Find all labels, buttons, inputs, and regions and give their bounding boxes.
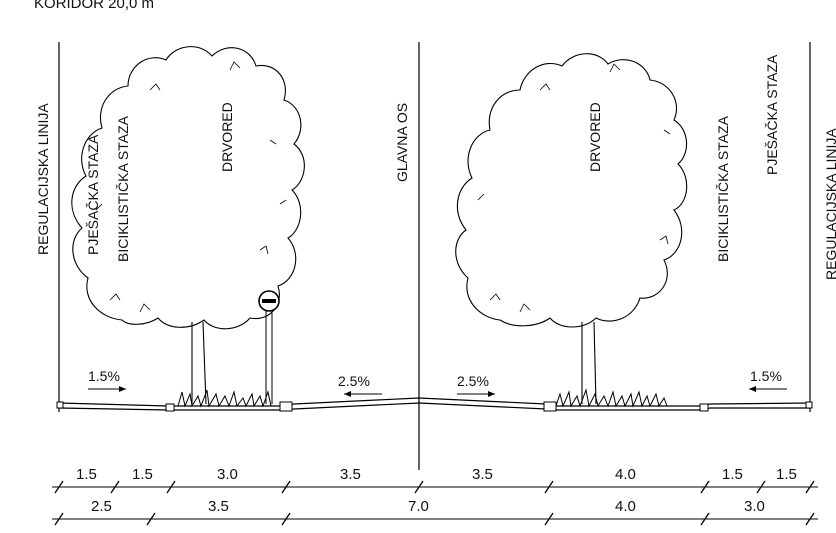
slope-indicator-1: 1.5% (88, 368, 126, 392)
dim1-left-pedestrian: 1.5 (76, 466, 97, 483)
svg-text:2.5%: 2.5% (457, 373, 489, 389)
label-right-regulation: REGULACIJSKA LINIJA (823, 128, 836, 280)
label-left-trees: DRVORED (219, 102, 235, 172)
traffic-sign-icon (258, 290, 280, 404)
dim2-greenstrip-right: 4.0 (615, 498, 636, 515)
dimension-line-1: 1.5 1.5 3.0 3.5 3.5 4.0 1.5 1.5 (52, 466, 818, 494)
curb-road-left (279, 401, 293, 412)
dim2-footpath-bikepath-left: 2.5 (91, 498, 112, 515)
label-left-bicycle: BICIKLISTIČKA STAZA (115, 115, 131, 262)
dim1-left-greenstrip: 3.0 (217, 466, 238, 483)
grass-strip-right (555, 388, 668, 408)
curb-right (805, 401, 813, 409)
dim1-right-lane: 3.5 (472, 466, 493, 483)
dim2-greenstrip-left: 3.5 (208, 498, 229, 515)
right-tree-icon (455, 53, 688, 405)
slope-indicator-2: 2.5% (338, 373, 382, 397)
dim1-right-pedestrian: 1.5 (776, 466, 797, 483)
dim1-right-greenstrip: 4.0 (615, 466, 636, 483)
slope-indicator-4: 1.5% (749, 368, 787, 392)
label-right-trees: DRVORED (587, 102, 603, 172)
surface-profile (56, 397, 813, 412)
label-left-pedestrian: PJEŠAČKA STAZA (85, 134, 101, 255)
curb-left (56, 401, 64, 409)
dim2-roadway: 7.0 (408, 498, 429, 515)
dim1-left-lane: 3.5 (340, 466, 361, 483)
dimension-line-2: 2.5 3.5 7.0 4.0 3.0 (52, 498, 818, 526)
svg-text:1.5%: 1.5% (88, 368, 120, 384)
corridor-title: KORIDOR 20,0 m (34, 0, 154, 12)
svg-text:1.5%: 1.5% (750, 368, 782, 384)
dim2-footpath-bikepath-right: 3.0 (744, 498, 765, 515)
dim1-right-bicycle: 1.5 (722, 466, 743, 483)
slope-indicator-3: 2.5% (457, 373, 495, 397)
curb-bike-right (699, 403, 709, 412)
dim1-left-bicycle: 1.5 (132, 466, 153, 483)
label-right-pedestrian: PJEŠAČKA STAZA (764, 54, 780, 175)
grass-strip-left (177, 389, 272, 408)
label-main-axis: GLAVNA OS (394, 103, 410, 182)
label-right-bicycle: BICIKLISTIČKA STAZA (715, 115, 731, 262)
svg-text:2.5%: 2.5% (338, 373, 370, 389)
label-left-regulation: REGULACIJSKA LINIJA (35, 103, 51, 255)
curb-bike-left (165, 403, 175, 412)
left-tree-icon (71, 46, 305, 405)
curb-road-right (543, 401, 557, 412)
